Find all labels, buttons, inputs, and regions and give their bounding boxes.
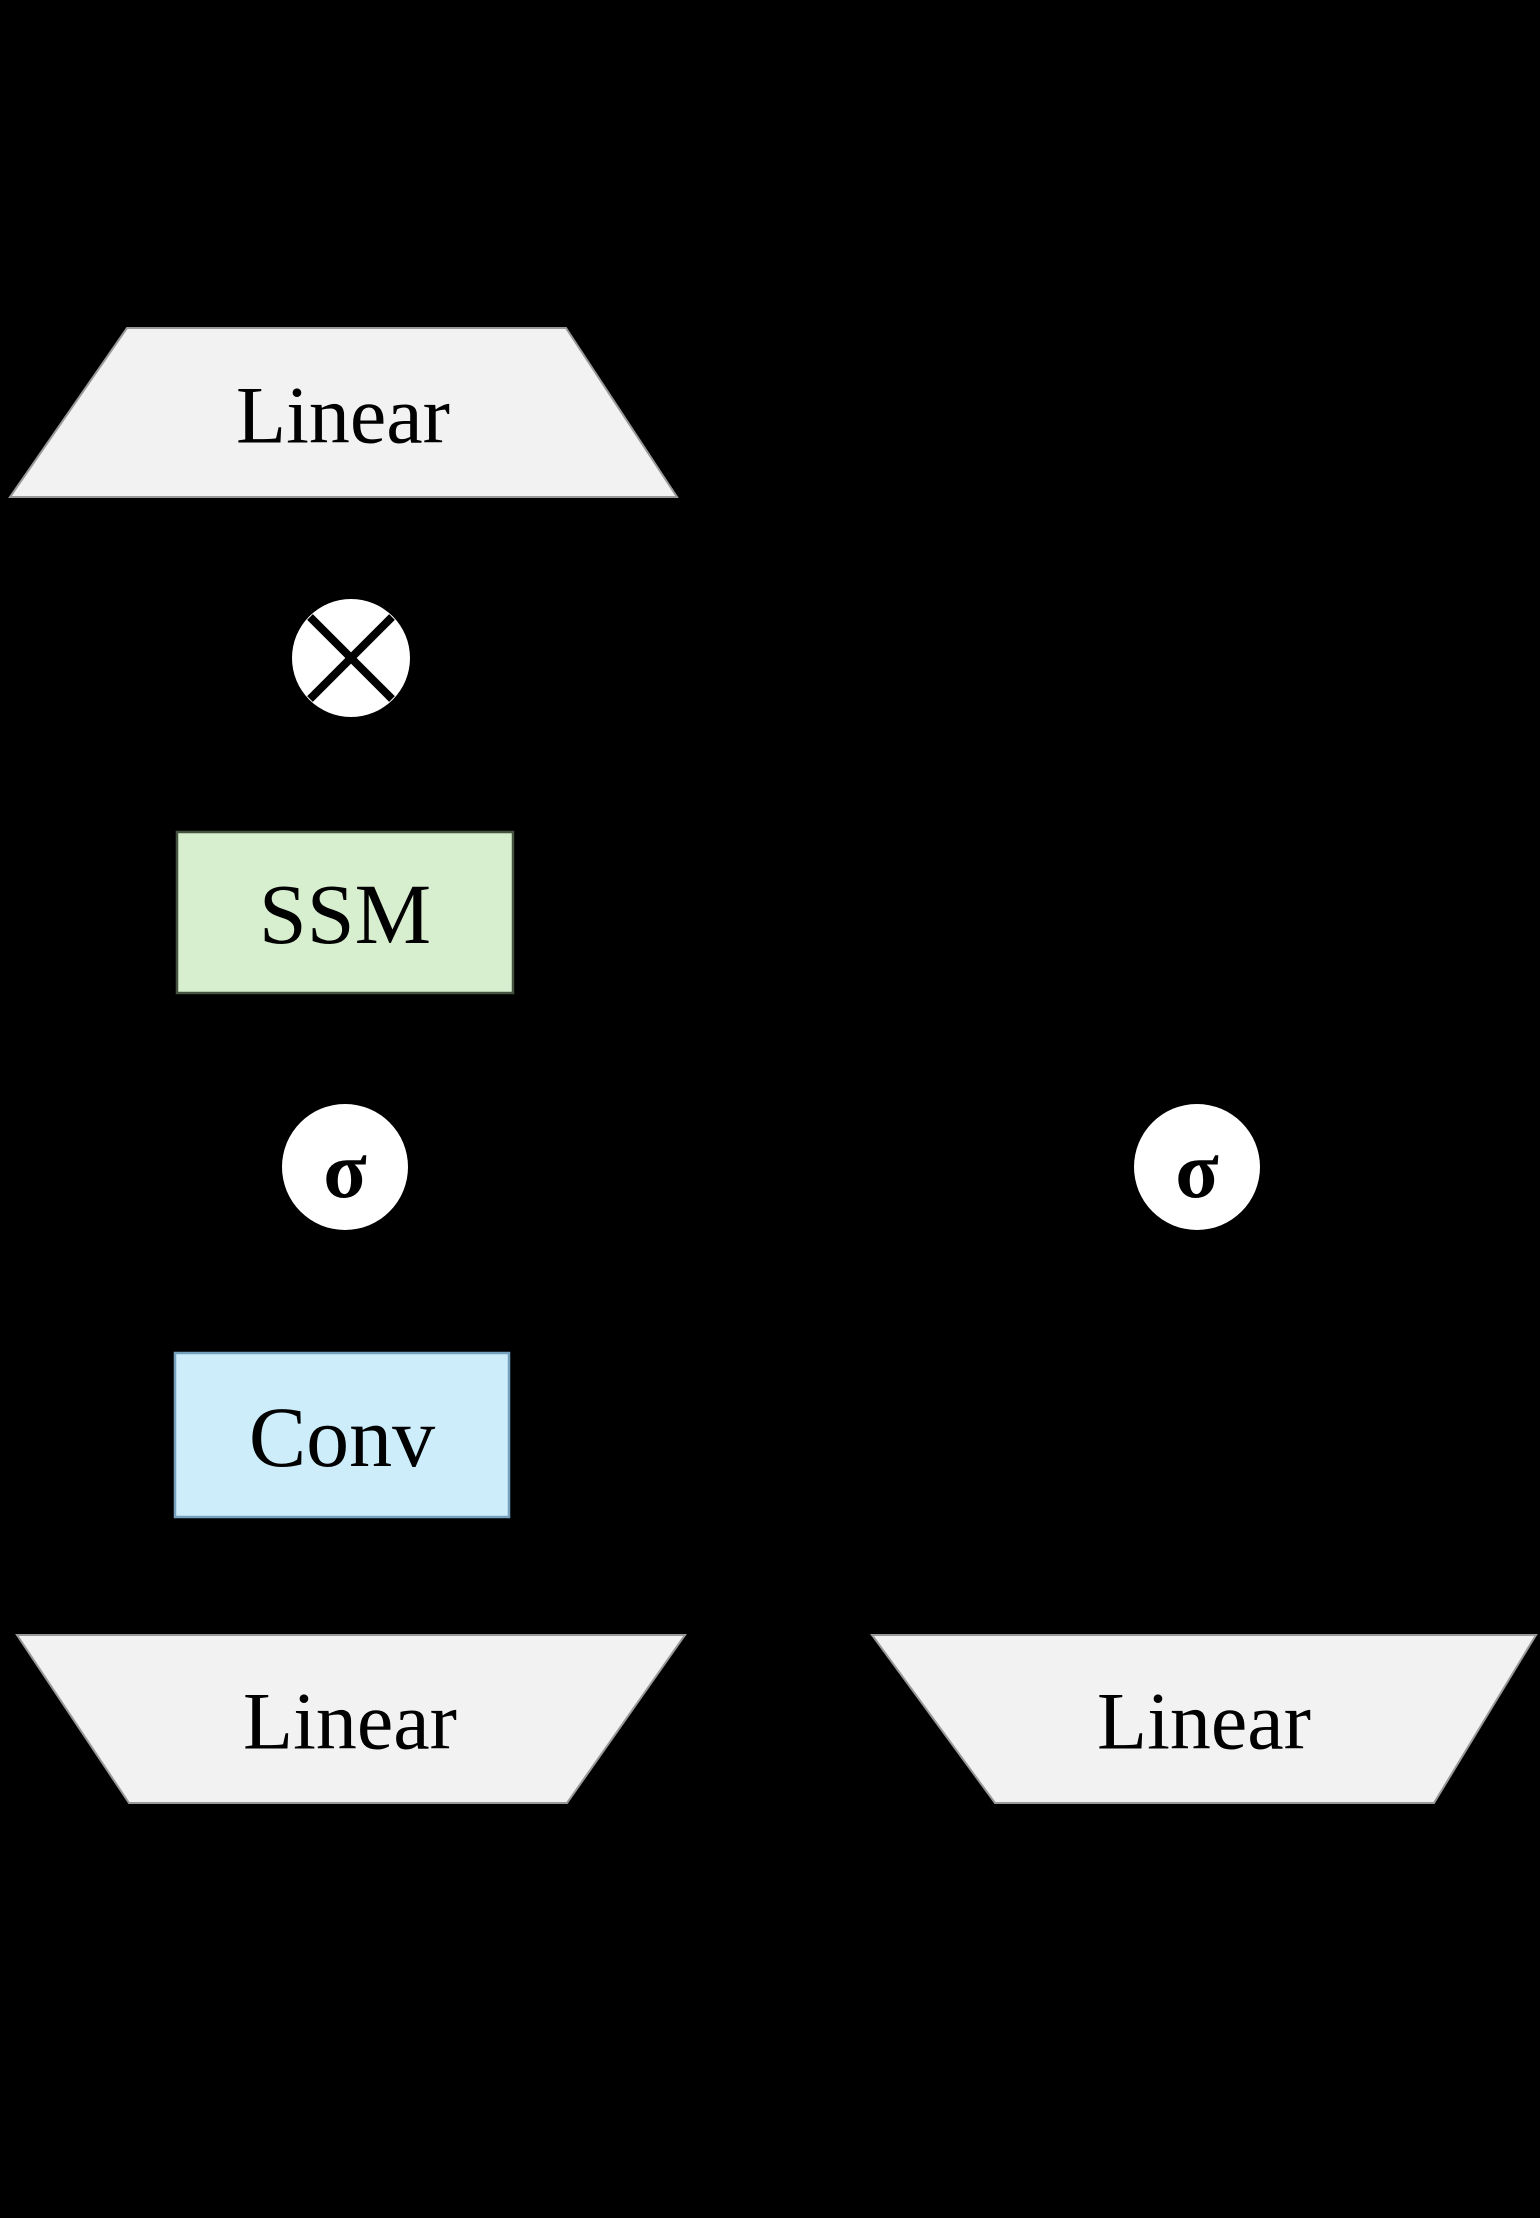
bottom-right-linear-node: Linear — [870, 1634, 1538, 1804]
bottom-right-linear-shape — [870, 1634, 1538, 1804]
bottom-right-linear-label: Linear — [1097, 1676, 1311, 1767]
sigma-left-circle — [282, 1104, 408, 1230]
top-linear-label: Linear — [236, 370, 450, 461]
sigma-left-node: σ — [282, 1104, 408, 1230]
ssm-label: SSM — [259, 866, 431, 962]
sigma-left-label: σ — [323, 1127, 367, 1215]
conv-node: Conv — [173, 1351, 511, 1519]
bottom-left-linear-shape — [15, 1634, 687, 1804]
conv-box — [173, 1351, 511, 1519]
top-linear-shape — [8, 327, 679, 498]
multiply-x-stroke-2 — [307, 614, 395, 702]
top-linear-node: Linear — [8, 327, 679, 498]
bottom-left-linear-node: Linear — [15, 1634, 687, 1804]
sigma-right-node: σ — [1134, 1104, 1260, 1230]
ssm-node: SSM — [175, 830, 515, 995]
ssm-box — [175, 830, 515, 995]
sigma-right-label: σ — [1175, 1127, 1219, 1215]
bottom-left-linear-label: Linear — [243, 1676, 457, 1767]
sigma-right-circle — [1134, 1104, 1260, 1230]
conv-label: Conv — [249, 1389, 435, 1485]
multiply-icon — [292, 599, 410, 717]
